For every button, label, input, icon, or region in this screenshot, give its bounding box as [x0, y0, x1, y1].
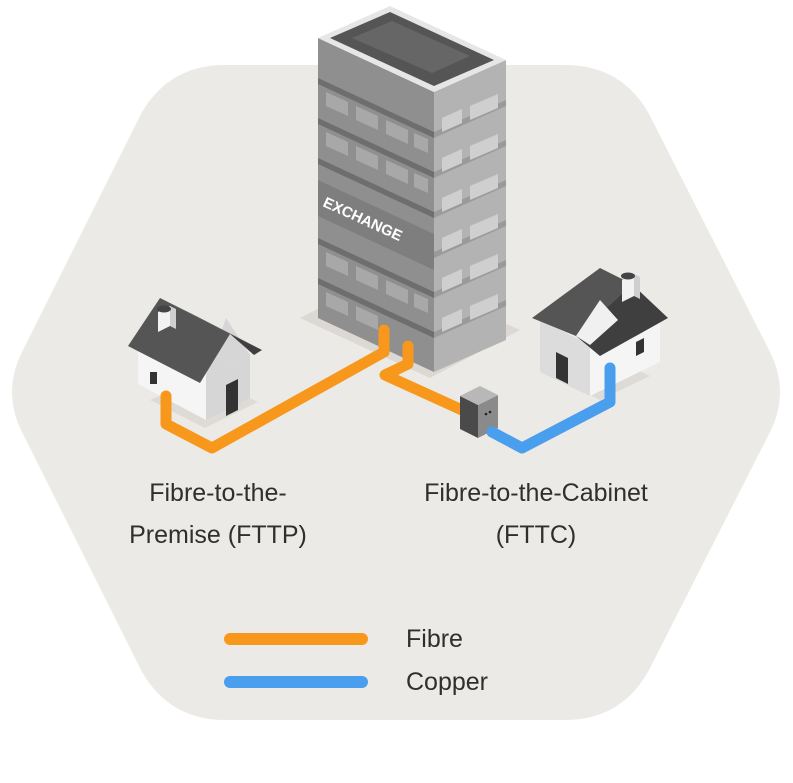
fttc-label: Fibre-to-the-Cabinet (FTTC): [386, 472, 686, 556]
fttc-label-line2: (FTTC): [495, 521, 577, 549]
legend-copper-label: Copper: [406, 668, 488, 696]
legend-fibre-label: Fibre: [406, 625, 463, 653]
exchange-building-icon: EXCHANGE: [300, 6, 520, 378]
fttp-label: Fibre-to-the- Premise (FTTP): [98, 472, 338, 556]
fttp-label-line2: Premise (FTTP): [129, 521, 307, 549]
fttc-label-line1: Fibre-to-the-Cabinet: [424, 479, 648, 507]
street-cabinet-icon: [460, 386, 498, 438]
fttp-label-line1: Fibre-to-the-: [149, 479, 287, 507]
fibre-line-fttp: [160, 324, 390, 454]
copper-line-fttc: [486, 362, 616, 454]
house-fttp-icon: [128, 298, 262, 428]
fibre-line-fttc: [379, 340, 468, 416]
hexagon-background: [12, 65, 780, 720]
